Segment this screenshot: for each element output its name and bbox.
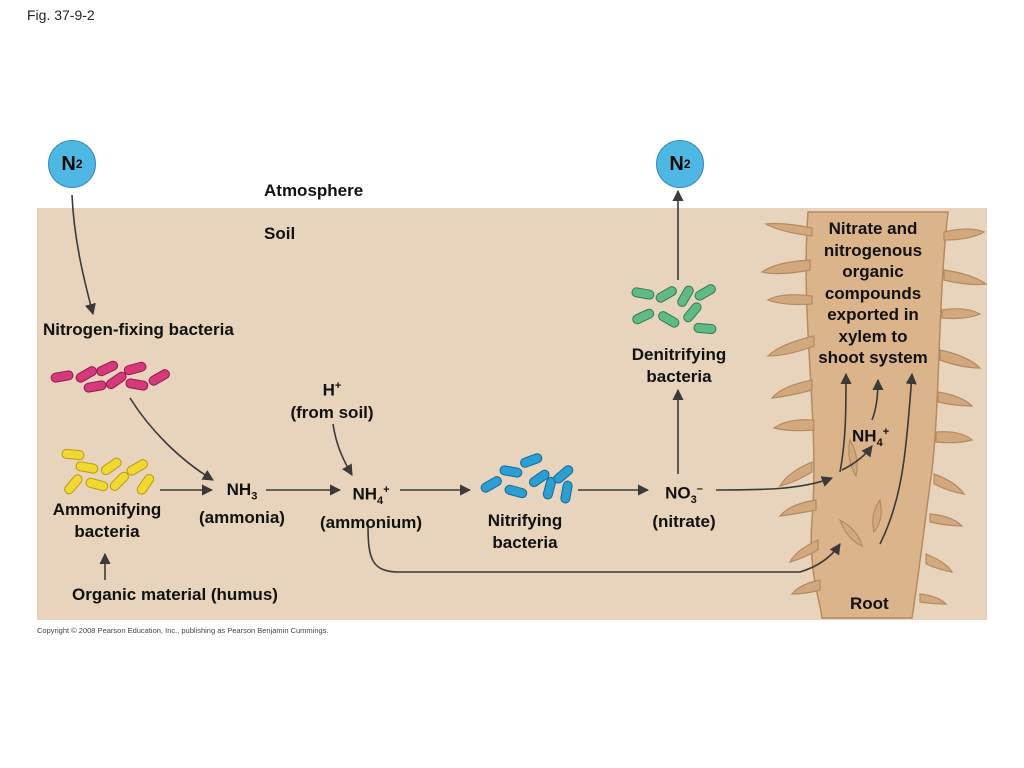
formula-symbol: H xyxy=(322,380,335,400)
formula-charge: + xyxy=(882,426,890,438)
formula-subscript: 3 xyxy=(251,490,258,503)
nh4-label: NH4+ (ammonium) xyxy=(308,479,434,534)
formula-charge: + xyxy=(383,484,390,496)
label-line: Nitrate and xyxy=(828,219,918,238)
label-line: Nitrifying xyxy=(487,511,563,530)
no3-name: (nitrate) xyxy=(652,512,716,532)
nh4-formula: NH4+ xyxy=(308,479,434,512)
soil-label: Soil xyxy=(264,224,296,243)
denitrifying-bacteria-label: Denitrifying bacteria xyxy=(615,344,743,388)
nh3-name: (ammonia) xyxy=(199,508,285,528)
nh4-name: (ammonium) xyxy=(320,513,422,533)
label-line: nitrogenous xyxy=(823,240,923,260)
formula-subscript: 3 xyxy=(690,494,697,507)
label-line: Denitrifying xyxy=(631,345,727,364)
h-plus-label: H+ (from soil) xyxy=(272,375,392,424)
formula-subscript: 4 xyxy=(876,437,883,450)
formula-symbol: NH xyxy=(352,484,377,504)
arrow-nh4-to-root xyxy=(367,524,841,573)
label-line: bacteria xyxy=(74,522,140,541)
no3-formula: NO3– xyxy=(634,478,734,511)
arrow-no3-to-root xyxy=(715,476,834,491)
copyright-notice: Copyright © 2008 Pearson Education, Inc.… xyxy=(37,626,329,635)
root-drawing xyxy=(760,211,988,619)
label-line: bacteria xyxy=(646,367,712,386)
label-line: compounds xyxy=(824,283,922,303)
denitrifying-bacteria-icon xyxy=(631,284,717,335)
n2-subscript: 2 xyxy=(75,157,83,171)
pathway-arrows xyxy=(71,189,917,580)
formula-symbol: NH xyxy=(226,480,252,499)
label-line: xylem to xyxy=(838,326,908,346)
nh3-label: NH3 (ammonia) xyxy=(186,479,298,529)
arrow-fixing-to-nh3 xyxy=(129,397,214,481)
root-label: Root xyxy=(850,594,889,613)
nitrogen-fixing-bacteria-icon xyxy=(50,360,170,393)
label-line: organic xyxy=(842,262,904,281)
ammonifying-bacteria-label: Ammonifying bacteria xyxy=(42,499,172,543)
label-line: bacteria xyxy=(492,533,558,552)
formula-symbol: NO xyxy=(665,483,691,503)
nh3-formula: NH3 xyxy=(186,479,298,507)
root-nh4-label: NH4+ xyxy=(852,421,889,454)
h-plus-formula: H+ xyxy=(272,375,392,402)
formula-charge: + xyxy=(334,380,342,392)
no3-label: NO3– (nitrate) xyxy=(634,478,734,533)
arrow-root-to-nh4 xyxy=(841,445,873,471)
formula-charge: – xyxy=(696,483,703,495)
n2-symbol: N xyxy=(61,152,76,175)
nitrifying-bacteria-label: Nitrifying bacteria xyxy=(465,510,585,554)
formula-symbol: NH xyxy=(852,426,877,446)
label-line: shoot system xyxy=(818,348,928,367)
label-line: Ammonifying xyxy=(52,500,162,519)
ammonifying-bacteria-icon xyxy=(61,448,155,495)
nitrifying-bacteria-icon xyxy=(480,453,574,504)
arrow-root-up-1 xyxy=(839,372,852,473)
formula-subscript: 4 xyxy=(377,495,384,508)
atmosphere-label: Atmosphere xyxy=(264,181,364,200)
figure-label: Fig. 37-9-2 xyxy=(27,7,95,23)
arrow-root-up-2 xyxy=(871,378,884,421)
n2-symbol: N xyxy=(669,152,684,175)
h-plus-note: (from soil) xyxy=(290,402,374,422)
n2-subscript: 2 xyxy=(683,157,691,171)
xylem-export-label: Nitrate and nitrogenous organic compound… xyxy=(808,218,938,369)
nitrogen-fixing-bacteria-label: Nitrogen-fixing bacteria xyxy=(43,320,234,339)
arrow-hplus-to-nh4 xyxy=(332,423,353,476)
arrow-n2-to-fixing xyxy=(71,194,96,316)
arrow-root-up-3 xyxy=(879,372,917,545)
organic-material-label: Organic material (humus) xyxy=(72,585,278,604)
label-line: exported in xyxy=(827,305,919,324)
